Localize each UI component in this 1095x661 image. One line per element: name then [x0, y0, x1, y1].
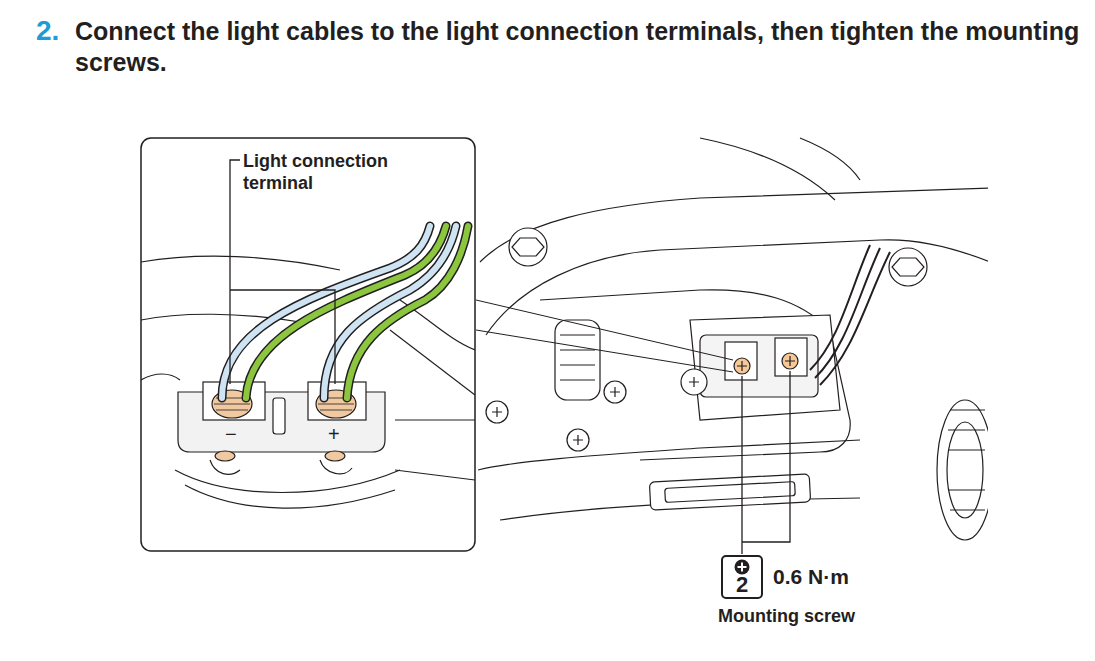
- drive-unit-view: [478, 138, 988, 540]
- zoom-line: [476, 300, 733, 372]
- polarity-mark: +: [328, 424, 340, 444]
- tool-size: 2: [723, 574, 761, 596]
- part-label: Light connection terminal: [243, 150, 408, 194]
- inset-frame: [141, 138, 475, 551]
- torque-value: 0.6 N·m: [773, 565, 849, 589]
- part-label: Mounting screw: [718, 605, 855, 627]
- step-title: Connect the light cables to the light co…: [75, 16, 1080, 78]
- terminal-closeup: [141, 226, 475, 508]
- polarity-mark: −: [225, 424, 237, 444]
- leader-line: [230, 160, 335, 384]
- leader-line: [742, 371, 790, 554]
- tool-icon: 2: [721, 555, 763, 599]
- inset-panel: Light connection terminal − +: [141, 138, 475, 551]
- step-number: 2.: [36, 14, 59, 48]
